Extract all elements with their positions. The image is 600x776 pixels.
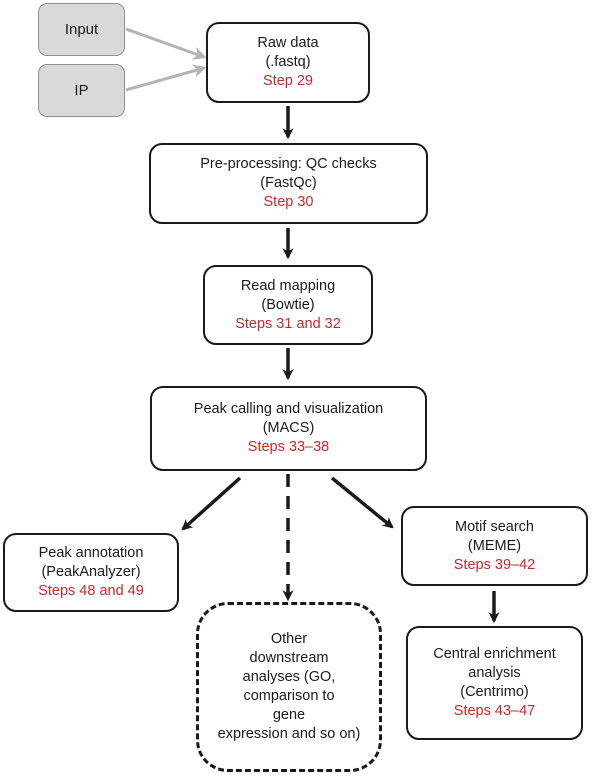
central-enrichment-title: Central enrichment: [433, 646, 556, 662]
central-enrichment-box: Central enrichment analysis (Centrimo) S…: [406, 626, 583, 740]
motif-search-box: Motif search (MEME) Steps 39–42: [401, 506, 588, 586]
raw-data-format: (.fastq): [265, 54, 311, 70]
preprocessing-tool: (FastQc): [260, 175, 317, 191]
raw-data-title: Raw data: [257, 35, 319, 51]
ip-to-raw-arrow: [125, 64, 207, 92]
motif-search-step: Steps 39–42: [453, 556, 536, 573]
other-analyses-line-3: analyses (GO,: [242, 669, 336, 685]
input-box: Input: [38, 3, 125, 56]
peak-calling-to-annotation-arrow: [181, 476, 242, 531]
input-to-raw-arrow: [125, 27, 207, 60]
other-analyses-line-2: downstream: [249, 650, 329, 666]
peak-calling-tool: (MACS): [262, 420, 315, 436]
read-mapping-step: Steps 31 and 32: [235, 315, 341, 332]
other-analyses-line-1: Other: [270, 631, 308, 647]
central-enrichment-tool: (Centrimo): [460, 684, 529, 700]
peak-calling-box: Peak calling and visualization (MACS) St…: [150, 386, 427, 471]
preprocessing-box: Pre-processing: QC checks (FastQc) Step …: [149, 143, 428, 224]
peak-calling-to-motif-arrow: [330, 476, 394, 529]
other-analyses-line-4: comparison to: [243, 688, 335, 704]
central-enrichment-step: Steps 43–47: [453, 703, 536, 719]
peak-annotation-tool: (PeakAnalyzer): [41, 564, 141, 580]
input-label: Input: [64, 21, 99, 38]
raw-data-step: Step 29: [263, 73, 313, 89]
ip-box: IP: [38, 64, 125, 117]
other-analyses-box: Other downstream analyses (GO, compariso…: [196, 602, 382, 772]
read-mapping-tool: (Bowtie): [261, 296, 315, 313]
peak-calling-title: Peak calling and visualization: [193, 401, 384, 417]
other-analyses-line-6: expression and so on): [217, 726, 361, 742]
read-mapping-box: Read mapping (Bowtie) Steps 31 and 32: [203, 265, 373, 345]
other-analyses-line-5: gene: [272, 707, 306, 723]
preprocessing-step: Step 30: [263, 194, 314, 210]
peak-annotation-step: Steps 48 and 49: [38, 583, 144, 599]
raw-data-box: Raw data (.fastq) Step 29: [206, 22, 370, 103]
read-mapping-title: Read mapping: [240, 277, 336, 294]
peak-calling-step: Steps 33–38: [247, 439, 330, 455]
motif-search-tool: (MEME): [467, 537, 522, 554]
peak-annotation-title: Peak annotation: [38, 545, 144, 561]
ip-label: IP: [74, 82, 89, 99]
preprocessing-title: Pre-processing: QC checks: [200, 156, 377, 172]
central-enrichment-subtitle: analysis: [468, 665, 521, 681]
motif-search-title: Motif search: [455, 518, 534, 535]
peak-annotation-box: Peak annotation (PeakAnalyzer) Steps 48 …: [3, 533, 179, 612]
